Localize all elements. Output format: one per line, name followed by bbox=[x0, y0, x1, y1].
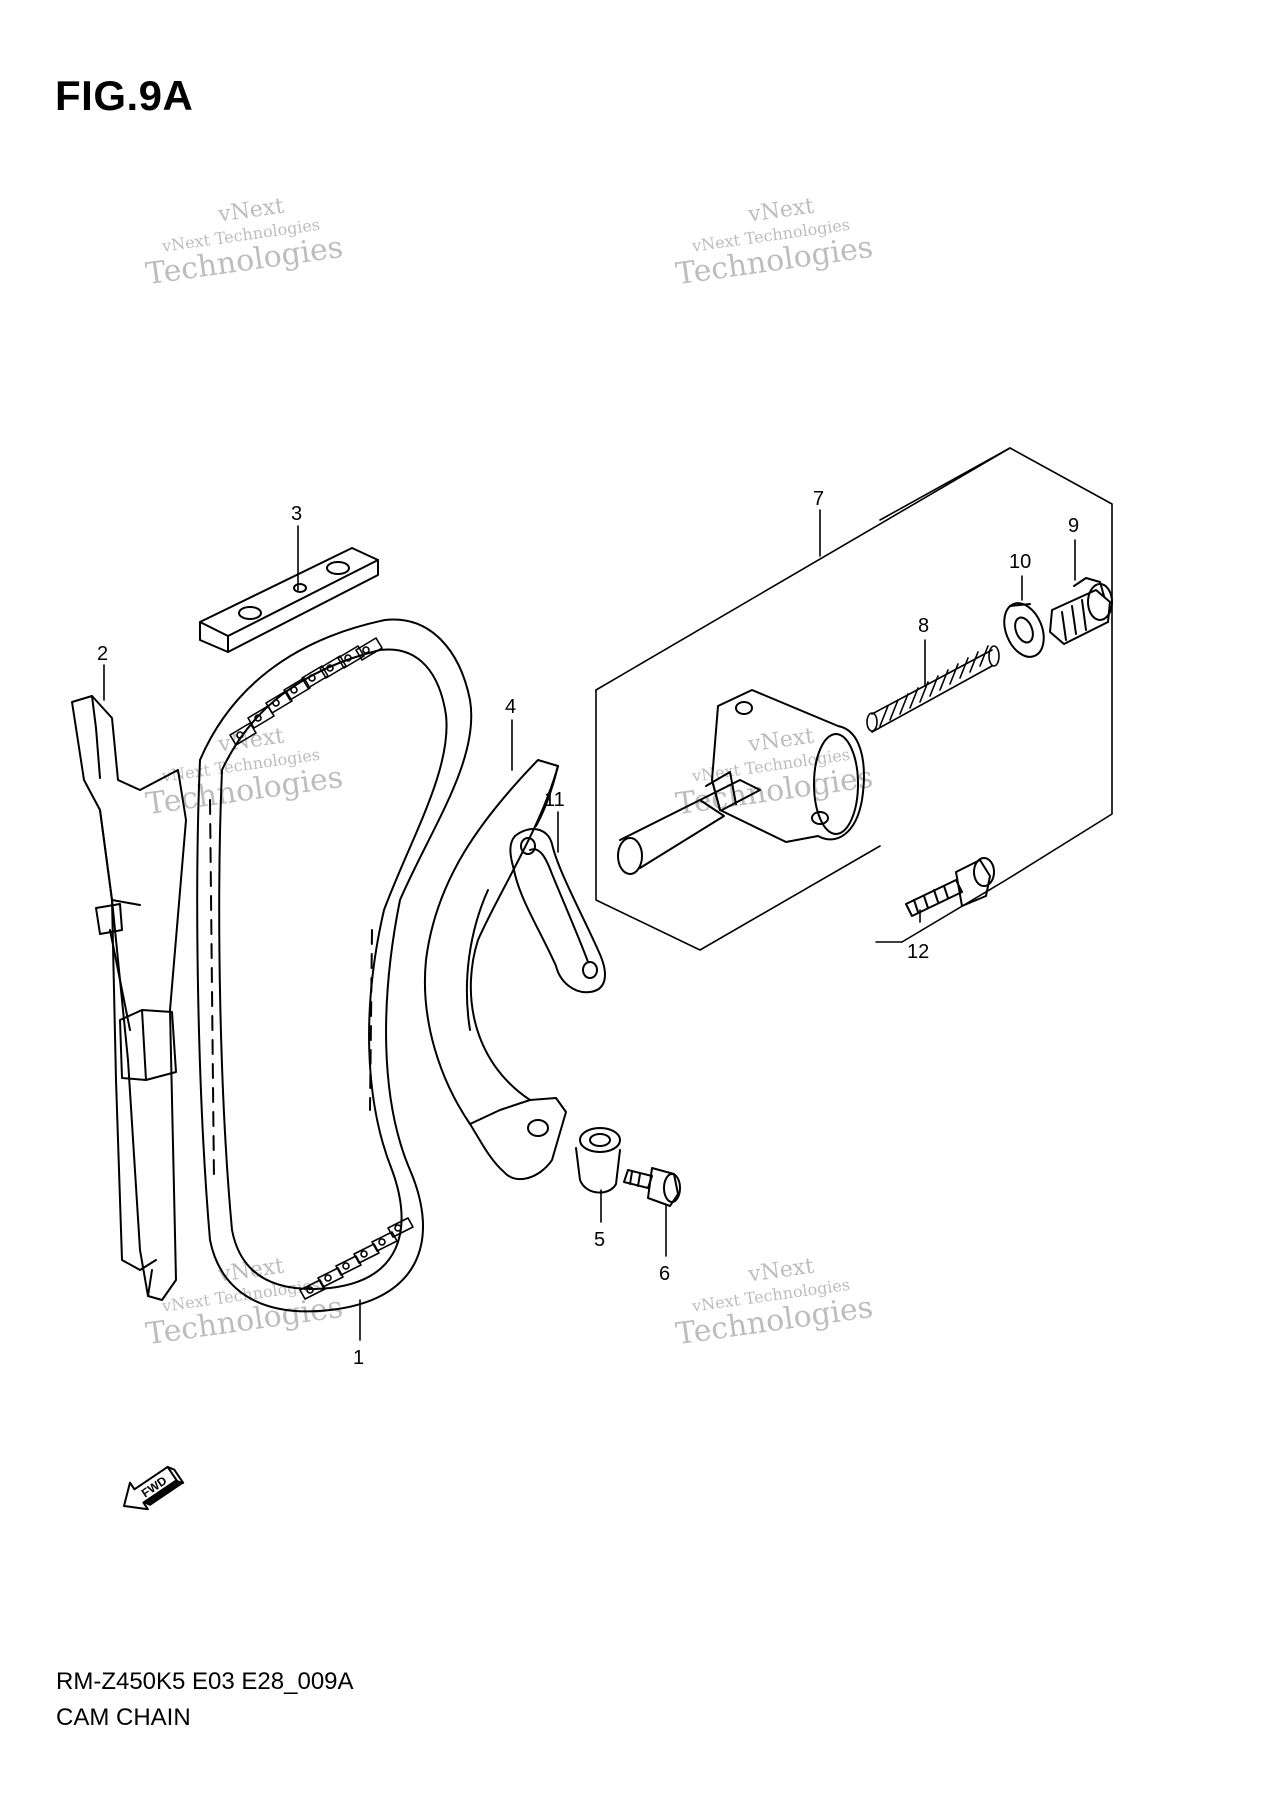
watermark-4: vNext vNext Technologies Technologies bbox=[674, 724, 875, 823]
cap-bolt-part-9 bbox=[1049, 577, 1113, 645]
spring-part-8 bbox=[866, 645, 1000, 733]
tensioner-guide-part-4 bbox=[423, 759, 567, 1181]
bolt-part-6 bbox=[623, 1167, 681, 1207]
cam-chain-part-1 bbox=[196, 618, 473, 1313]
callout-label-2: 2 bbox=[97, 643, 108, 665]
callout-label-4: 4 bbox=[505, 696, 516, 718]
callout-label-5: 5 bbox=[594, 1229, 605, 1251]
watermark-group: vNext vNext Technologies Technologies vN… bbox=[144, 194, 875, 1353]
watermark-2: vNext vNext Technologies Technologies bbox=[674, 194, 875, 293]
diagram-name: CAM CHAIN bbox=[56, 1704, 191, 1731]
callout-label-1: 1 bbox=[353, 1347, 364, 1369]
watermark-1: vNext vNext Technologies Technologies bbox=[144, 194, 345, 293]
callout-label-6: 6 bbox=[659, 1263, 670, 1285]
watermark-5: vNext vNext Technologies Technologies bbox=[144, 1254, 345, 1353]
chain-guide-part-2 bbox=[71, 695, 187, 1301]
callout-label-3: 3 bbox=[291, 503, 302, 525]
chain-guide-plate-part-3 bbox=[199, 547, 379, 653]
forward-direction-arrow-icon: FWD bbox=[123, 1465, 185, 1511]
collar-part-5 bbox=[575, 1127, 621, 1194]
figure-title: FIG.9A bbox=[55, 72, 194, 119]
callout-label-11: 11 bbox=[544, 789, 565, 811]
callout-label-12: 12 bbox=[907, 941, 929, 963]
callout-group: 1 2 3 4 5 6 7 8 9 10 bbox=[97, 488, 1079, 1369]
tensioner-assembly-outline bbox=[595, 447, 1113, 951]
cam-chain-tensioner-part-7 bbox=[617, 689, 865, 875]
gasket-part-11 bbox=[509, 828, 606, 994]
diagram-code: RM-Z450K5 E03 E28_009A bbox=[56, 1668, 354, 1695]
callout-label-8: 8 bbox=[918, 615, 929, 637]
washer-part-10 bbox=[1003, 602, 1045, 658]
watermark-6: vNext vNext Technologies Technologies bbox=[674, 1254, 875, 1353]
callout-label-7: 7 bbox=[813, 488, 824, 510]
bolt-part-12 bbox=[905, 857, 995, 917]
callout-label-10: 10 bbox=[1009, 551, 1031, 573]
callout-label-9: 9 bbox=[1068, 515, 1079, 537]
